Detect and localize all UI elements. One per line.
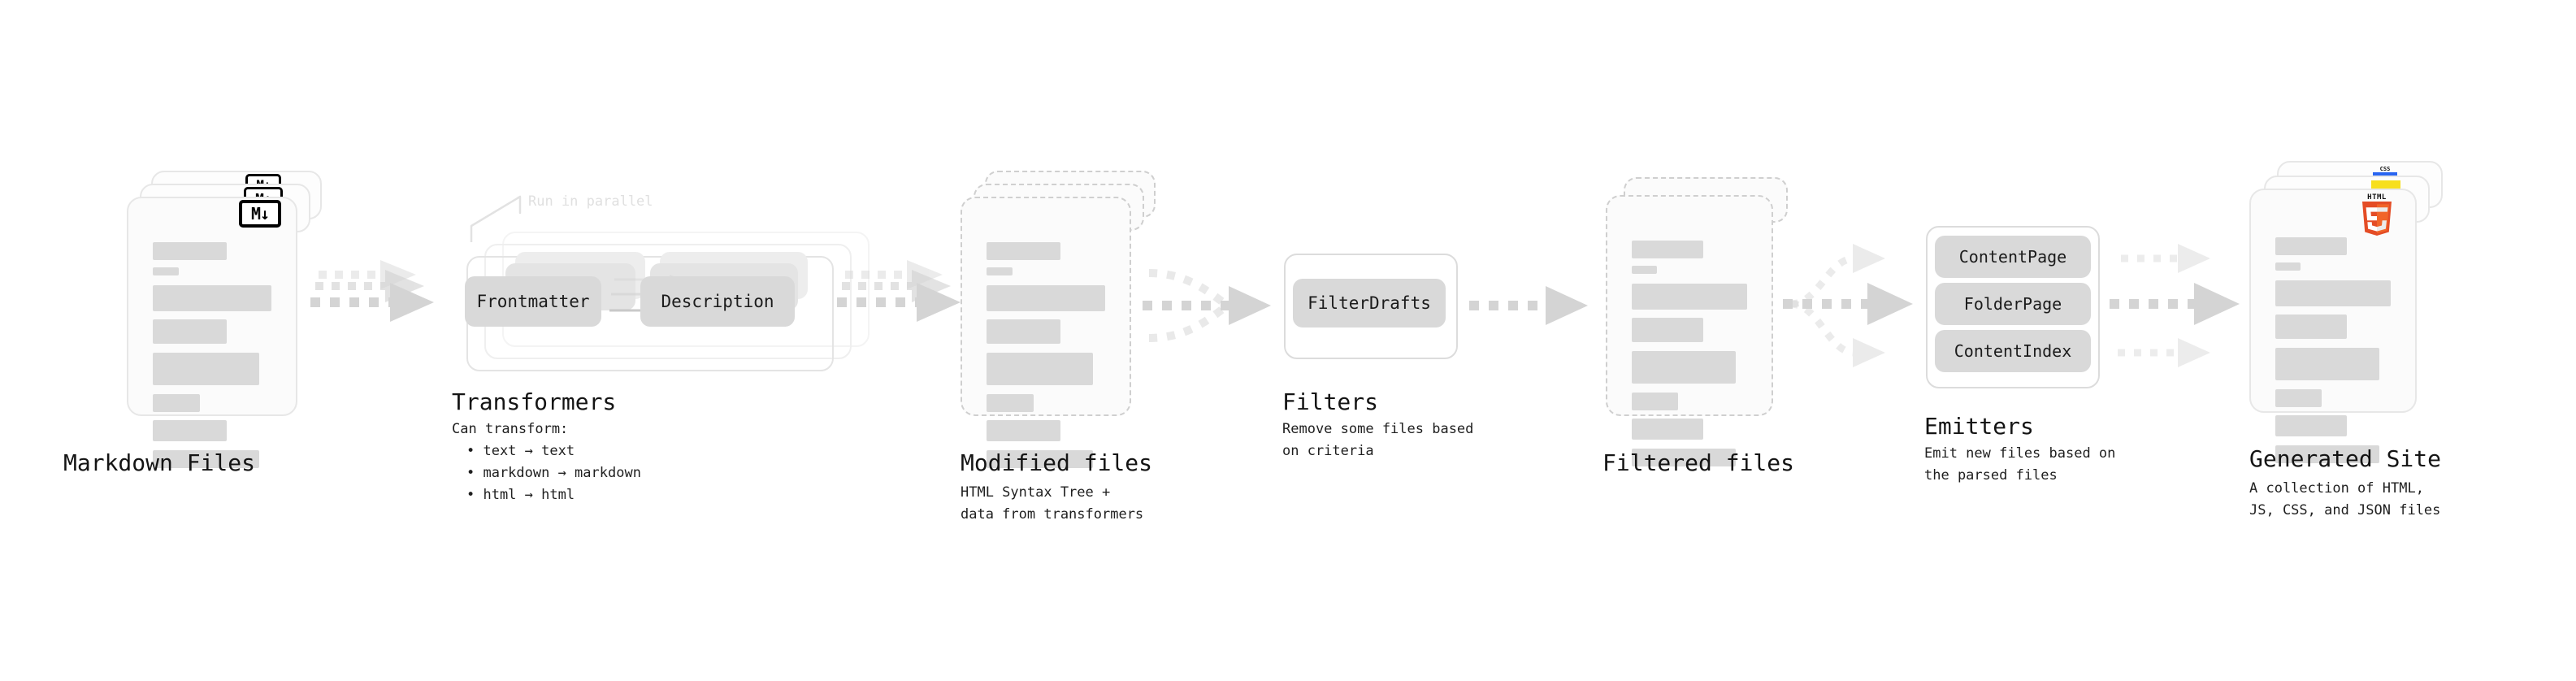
generated-site-label: Generated Site [2249, 445, 2442, 472]
filters-description: Remove some files based on criteria [1282, 421, 1474, 459]
line [987, 319, 1060, 344]
content-page-pill[interactable]: ContentPage [1935, 236, 2091, 278]
css-badge-label: CSS [2379, 166, 2391, 172]
line [153, 420, 227, 441]
line [1632, 449, 1736, 466]
line [2275, 415, 2348, 436]
line [153, 267, 180, 275]
line [987, 420, 1060, 441]
arrow-transformers-to-modified [837, 260, 975, 349]
line [987, 450, 1094, 468]
transformers-bullet-1: • text → text [466, 443, 575, 459]
arrow-filtered-to-emitters [1783, 234, 1929, 372]
run-in-parallel-bracket [470, 192, 567, 244]
modified-files-description: HTML Syntax Tree + data from transformer… [961, 484, 1144, 523]
line [2275, 348, 2379, 380]
line [1632, 419, 1704, 440]
line [153, 450, 260, 468]
line [1632, 393, 1678, 410]
line [987, 267, 1013, 275]
emitters-label: Emitters [1924, 413, 2034, 440]
line [153, 319, 227, 344]
modified-card-lines [987, 242, 1105, 468]
css-badge-bar [2373, 172, 2397, 176]
css-badge: CSS [2373, 166, 2397, 179]
filter-drafts-pill[interactable]: FilterDrafts [1293, 279, 1446, 327]
markdown-badge-front: M↓ [239, 200, 281, 228]
line [1632, 351, 1736, 384]
line [2275, 280, 2391, 306]
line [987, 285, 1105, 311]
transformers-bullet-3: • html → html [466, 487, 575, 503]
transformers-bullet-2: • markdown → markdown [466, 465, 641, 481]
markdown-file-card-front [127, 197, 297, 468]
arrow-filters-to-filtered [1469, 283, 1599, 328]
line [987, 353, 1094, 385]
line [2275, 237, 2348, 255]
line [153, 353, 260, 385]
arrow-emitters-to-site [2110, 234, 2256, 372]
line [1632, 318, 1704, 342]
arrow-markdown-to-transformers [310, 260, 449, 349]
modified-files-label: Modified files [961, 449, 1153, 476]
markdown-card-lines [153, 242, 271, 468]
line [1632, 241, 1704, 258]
line [2275, 389, 2322, 407]
site-card-lines [2275, 237, 2391, 463]
line [1632, 266, 1658, 274]
line [153, 242, 227, 260]
line [153, 394, 201, 412]
line [2275, 262, 2301, 271]
description-pill[interactable]: Description [640, 276, 795, 327]
line [1632, 284, 1747, 310]
transformers-description: Can transform: [452, 421, 569, 437]
transformers-label: Transformers [452, 388, 617, 415]
line [987, 394, 1034, 412]
folder-page-pill[interactable]: FolderPage [1935, 283, 2091, 325]
frontmatter-pill[interactable]: Frontmatter [465, 276, 601, 327]
filtered-card-lines [1632, 241, 1747, 466]
filtered-file-card-front [1606, 195, 1773, 466]
arrow-modified-to-filters [1143, 258, 1281, 352]
html5-badge-label: HTML [2367, 193, 2387, 202]
emitters-description: Emit new files based on the parsed files [1924, 445, 2116, 484]
modified-file-card-front [961, 197, 1131, 468]
html5-shield-icon [2362, 202, 2392, 236]
line [2275, 314, 2348, 339]
markdown-files-label: Markdown Files [63, 449, 256, 476]
html5-badge: HTML [2358, 193, 2396, 239]
filtered-files-label: Filtered files [1602, 449, 1795, 476]
run-in-parallel-label: Run in parallel [528, 193, 653, 210]
filters-label: Filters [1282, 388, 1379, 415]
line [2275, 445, 2379, 463]
content-index-pill[interactable]: ContentIndex [1935, 330, 2091, 372]
line [987, 242, 1060, 260]
line [153, 285, 271, 311]
generated-site-description: A collection of HTML, JS, CSS, and JSON … [2249, 480, 2441, 518]
